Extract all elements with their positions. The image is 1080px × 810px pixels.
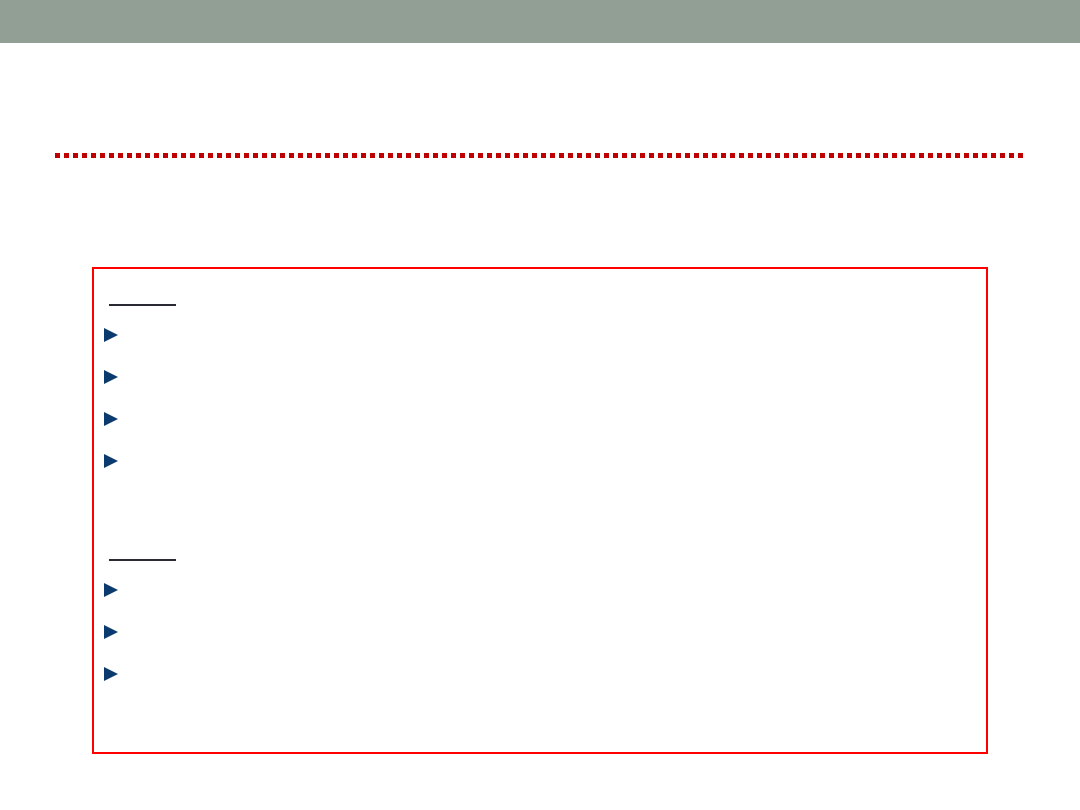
section-1-heading-underline [109, 304, 176, 306]
bullet-arrow-icon [104, 667, 118, 681]
section-2-heading-underline [109, 559, 176, 561]
bullet-arrow-icon [104, 328, 118, 342]
content-box [92, 267, 988, 754]
bullet-arrow-icon [104, 412, 118, 426]
dotted-divider [55, 153, 1025, 158]
bullet-arrow-icon [104, 583, 118, 597]
bullet-arrow-icon [104, 370, 118, 384]
bullet-arrow-icon [104, 454, 118, 468]
header-bar [0, 0, 1080, 43]
bullet-arrow-icon [104, 625, 118, 639]
